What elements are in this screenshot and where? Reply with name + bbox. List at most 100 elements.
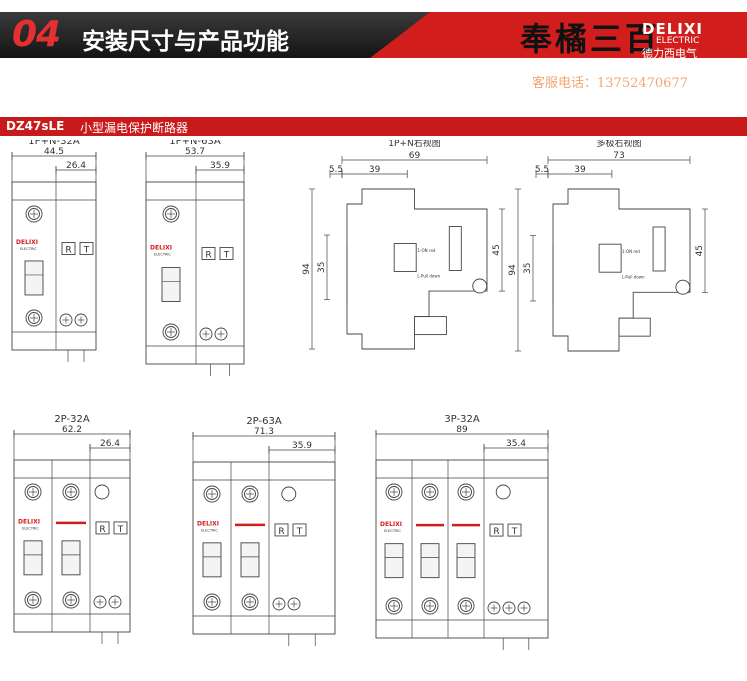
front-height-dimension: 45 <box>492 208 505 292</box>
operating-handle <box>420 543 440 579</box>
reset-button-label: R <box>278 527 284 537</box>
product-logo-sub: ELECTRIC <box>201 529 218 533</box>
dimension-label: 35 <box>317 262 327 273</box>
reset-button <box>274 523 289 537</box>
leakage-module-width-dimension: 26.4 <box>55 161 97 174</box>
test-button-label: T <box>83 245 90 255</box>
view-label: 1P+N-63A <box>169 140 221 147</box>
height-dimension: 94 <box>508 188 521 352</box>
reset-button-label: R <box>205 251 211 261</box>
small-terminal-screw <box>272 597 286 611</box>
operating-handle <box>384 543 404 579</box>
dimension-label: 94 <box>508 264 518 276</box>
terminal-screw <box>385 483 403 501</box>
dimension-label: 35.9 <box>292 441 312 451</box>
brand-sub: ELECTRIC <box>656 36 700 46</box>
dimension-label: 73 <box>613 151 624 161</box>
operating-handle <box>61 540 81 576</box>
test-button-label: T <box>296 527 303 537</box>
terminal-screw <box>62 483 80 501</box>
terminal-screw <box>241 485 259 503</box>
terminal-screw <box>24 483 42 501</box>
dimension-label: 62.2 <box>62 425 82 435</box>
brand-name: DELIXI <box>642 20 703 38</box>
product-logo-text: DELIXI <box>150 244 172 251</box>
indicator-window <box>495 484 511 500</box>
terminal-screw <box>203 593 221 611</box>
reset-button <box>61 242 76 255</box>
model-description: 小型漏电保护断路器 <box>80 121 189 135</box>
operating-handle <box>24 260 44 296</box>
leakage-module-width-dimension: 26.4 <box>89 439 131 452</box>
operating-handle <box>456 543 476 579</box>
test-button-label: T <box>117 525 124 535</box>
product-logo-text: DELIXI <box>18 519 40 526</box>
dimension-label: 35.9 <box>210 161 230 171</box>
overall-depth-dimension: 69 <box>341 151 488 164</box>
side-label-plate <box>448 226 462 271</box>
header-banner: 04 安装尺寸与产品功能 奉橘三百 DELIXI ELECTRIC 德力西电气 <box>0 0 747 70</box>
red-stripe <box>416 523 444 527</box>
banner-red-band <box>370 12 747 58</box>
section-title: 安装尺寸与产品功能 <box>82 29 289 55</box>
handle-side <box>598 243 622 273</box>
side-knob <box>675 279 691 295</box>
front-height-dimension: 45 <box>695 208 708 293</box>
view-label: 3P-32A <box>444 414 480 425</box>
test-button <box>507 523 522 537</box>
product-logo-sub: ELECTRIC <box>154 252 171 256</box>
dimension-label: 39 <box>574 165 586 175</box>
mounting-clip <box>414 316 447 336</box>
dimension-label: 5.5 <box>535 165 549 175</box>
view-label: 2P-32A <box>54 414 90 425</box>
overall-width-dimension: 44.5 <box>11 147 97 160</box>
overall-depth-dimension: 73 <box>547 151 691 164</box>
product-logo-text: DELIXI <box>16 239 38 246</box>
leakage-module-width-dimension: 35.4 <box>483 439 549 452</box>
on-position-label: 1-ON red <box>417 248 436 253</box>
model-number: DZ47sLE <box>6 119 65 133</box>
reset-button-label: R <box>99 525 105 535</box>
rail-offset-dimension: 5.5 <box>535 165 549 178</box>
red-stripe <box>56 521 86 525</box>
product-logo-sub: ELECTRIC <box>22 527 39 531</box>
view-label: 2P-63A <box>246 416 282 427</box>
depth-dimension: 39 <box>547 165 613 178</box>
dimension-label: 5.5 <box>329 165 343 175</box>
small-terminal-screw <box>59 313 73 327</box>
leakage-module-width-dimension: 35.9 <box>195 161 245 174</box>
small-terminal-screw <box>108 595 122 609</box>
view-label: 1P+N右视图 <box>388 140 440 149</box>
test-button <box>113 521 128 535</box>
small-terminal-screw <box>517 601 531 615</box>
dimension-label: 35.4 <box>506 439 526 449</box>
off-position-label: L-Pull down <box>622 275 645 280</box>
terminal-screw <box>421 597 439 615</box>
dimension-label: 69 <box>409 151 421 161</box>
dimension-label: 26.4 <box>66 161 86 171</box>
small-terminal-screw <box>214 327 228 341</box>
brand-logo: DELIXI ELECTRIC 德力西电气 <box>642 20 742 61</box>
mounting-clip <box>618 317 651 337</box>
small-terminal-screw <box>199 327 213 341</box>
dimension-label: 26.4 <box>100 439 120 449</box>
on-position-label: 1-ON red <box>622 249 641 254</box>
reset-button-label: R <box>65 245 71 255</box>
overall-width-dimension: 89 <box>375 425 549 438</box>
dimension-label: 71.3 <box>254 427 274 437</box>
reset-button-label: R <box>493 527 499 537</box>
test-button <box>79 242 94 255</box>
terminal-screw <box>24 591 42 609</box>
terminal-screw <box>457 483 475 501</box>
product-logo-text: DELIXI <box>380 521 402 528</box>
overall-width-dimension: 62.2 <box>13 425 131 438</box>
operating-handle <box>23 540 43 576</box>
side-knob <box>472 278 488 294</box>
